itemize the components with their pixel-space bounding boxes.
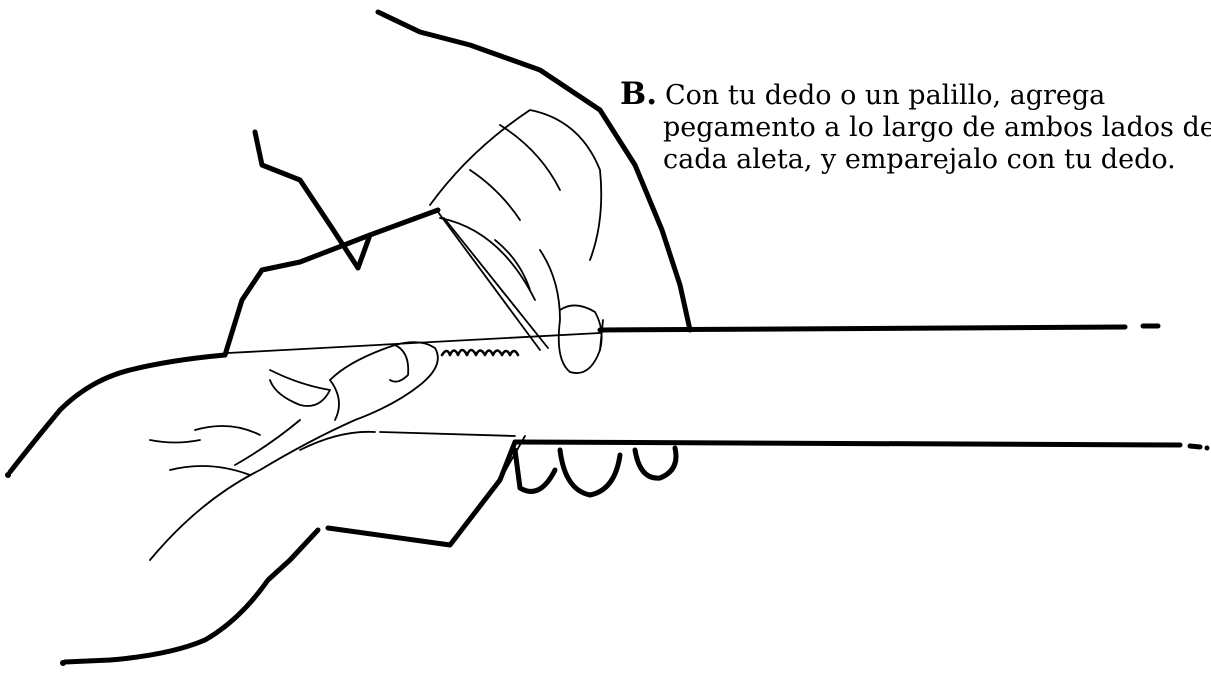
fin-upper bbox=[222, 129, 549, 358]
glue-bead bbox=[440, 348, 520, 357]
right-hand bbox=[375, 9, 693, 498]
instruction-line-1-text: Con tu dedo o un palillo, agrega bbox=[665, 80, 1106, 111]
left-hand bbox=[5, 341, 439, 666]
instruction-text: B. Con tu dedo o un palillo, agrega pegam… bbox=[620, 78, 1211, 176]
instruction-line-3: cada aleta, y emparejalo con tu dedo. bbox=[663, 144, 1176, 175]
fin-lower bbox=[325, 435, 526, 548]
instruction-line-2: pegamento a lo largo de ambos lados de bbox=[663, 112, 1211, 143]
instruction-line-1: B. Con tu dedo o un palillo, agrega bbox=[620, 78, 1211, 112]
step-marker: B. bbox=[620, 76, 657, 112]
